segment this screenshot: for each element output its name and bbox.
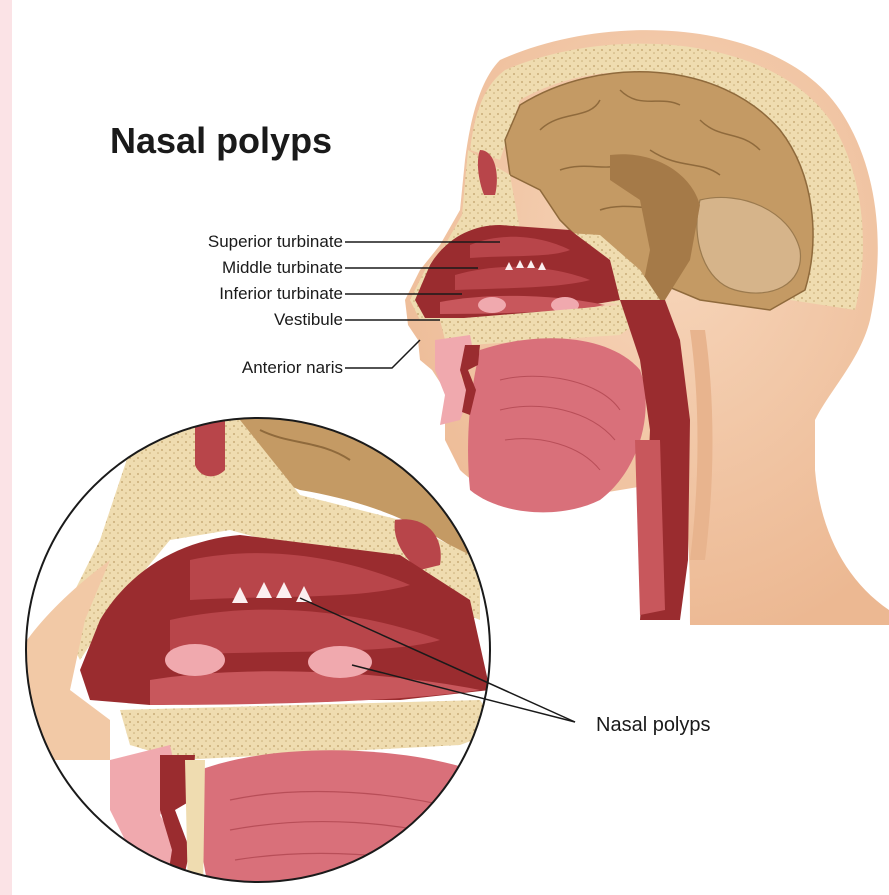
zoom-inset	[0, 400, 520, 895]
label-inferior-turbinate: Inferior turbinate	[219, 284, 343, 304]
diagram-title: Nasal polyps	[110, 120, 332, 162]
head-profile	[405, 30, 889, 625]
label-middle-turbinate: Middle turbinate	[222, 258, 343, 278]
label-nasal-polyps: Nasal polyps	[596, 714, 711, 737]
label-anterior-naris: Anterior naris	[242, 358, 343, 378]
label-superior-turbinate: Superior turbinate	[208, 232, 343, 252]
label-vestibule: Vestibule	[274, 310, 343, 330]
